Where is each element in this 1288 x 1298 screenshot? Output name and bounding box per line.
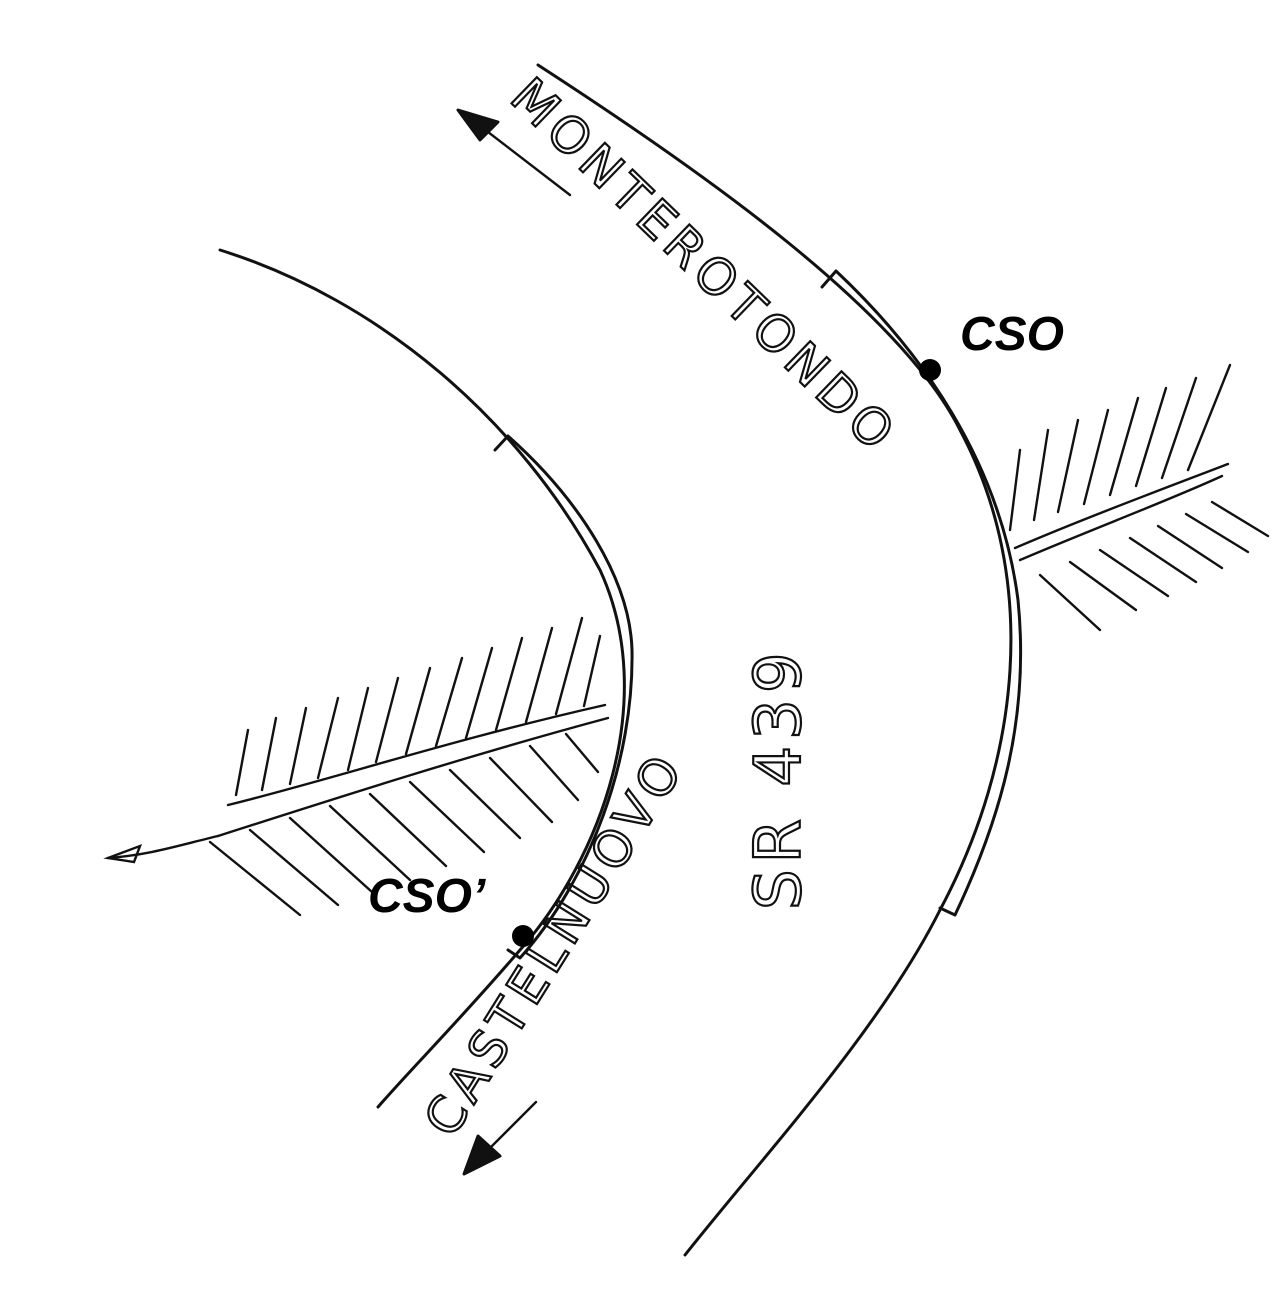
arrow-down-left-icon [462,1100,538,1176]
point-cso-prime-marker [512,925,534,947]
arrow-left-icon [103,843,143,864]
inner-guardrail [493,434,634,960]
road-name-label: SR 439 [742,646,816,910]
right-embankment-hatching [1008,363,1270,632]
point-cso-marker [919,359,941,381]
arrow-up-left-icon [456,108,572,197]
outer-guardrail [820,269,1023,917]
castelnuovo-label: CASTELNUOVO [413,741,696,1147]
point-cso-label: CSO [960,308,1064,361]
point-cso-prime-label: CSO’ [368,870,486,923]
outer-road-edge [536,63,1013,1257]
monterotondo-label: MONTEROTONDO [500,67,910,465]
left-embankment-hatching [106,616,610,917]
inner-road-edge [218,248,626,1109]
